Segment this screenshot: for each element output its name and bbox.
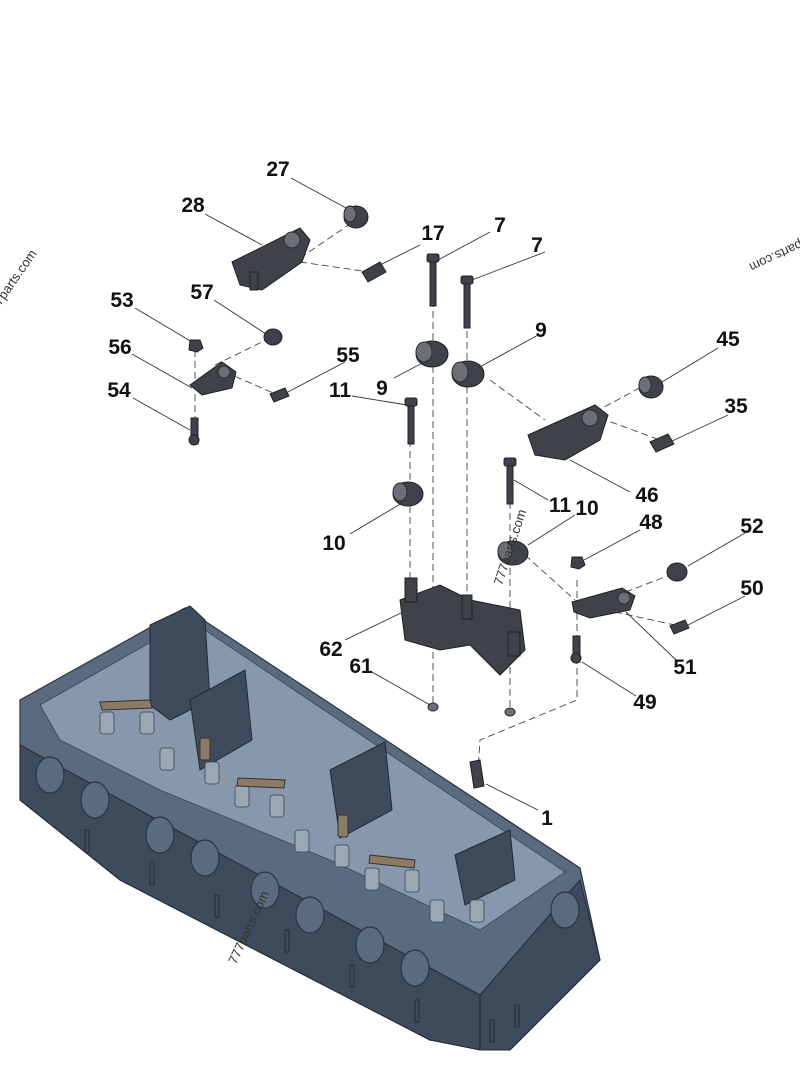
- callout-52: 52: [740, 515, 763, 538]
- callout-61: 61: [349, 655, 373, 678]
- callout-11-right: 11: [549, 494, 572, 517]
- callout-7-right: 7: [531, 234, 543, 257]
- callout-9-right: 9: [535, 319, 547, 342]
- callout-53: 53: [110, 289, 133, 312]
- head-studs: [84, 829, 520, 1043]
- pin-55: [269, 387, 290, 403]
- valve-springs: [99, 711, 485, 923]
- callout-27: 27: [266, 158, 289, 181]
- callout-57: 57: [190, 281, 213, 304]
- watermark-left: 777parts.com: [0, 247, 40, 320]
- callout-54: 54: [107, 379, 131, 402]
- washer-61: [427, 702, 516, 717]
- cylinder-head: [19, 605, 601, 1051]
- block-9-left: [415, 340, 449, 368]
- callout-10-left: 10: [322, 532, 345, 555]
- adjuster-54: [188, 417, 200, 446]
- bushing-52: [666, 562, 688, 582]
- bolt-11-left: [404, 397, 418, 445]
- callout-51: 51: [673, 656, 697, 679]
- callout-45: 45: [716, 328, 740, 351]
- bolt-7-right: [460, 275, 474, 329]
- callout-28: 28: [181, 194, 205, 217]
- callout-46: 46: [635, 484, 658, 507]
- bushing-57: [263, 328, 283, 346]
- support-bracket-62: [399, 577, 526, 676]
- callout-35: 35: [724, 395, 748, 418]
- callout-49: 49: [633, 691, 656, 714]
- callout-17: 17: [421, 222, 444, 245]
- pin-50: [669, 619, 690, 635]
- callout-1: 1: [541, 807, 553, 830]
- callout-55: 55: [336, 344, 360, 367]
- block-9-right: [451, 360, 485, 388]
- assembly-centerlines: [194, 221, 676, 771]
- nut-48: [570, 556, 586, 570]
- valve-train-parts: [188, 205, 690, 789]
- callout-7-left: 7: [494, 214, 506, 237]
- bolt-11-right: [503, 457, 517, 505]
- callout-48: 48: [639, 511, 663, 534]
- valve-bridges: [99, 699, 416, 869]
- rocker-arm-51: [571, 587, 636, 619]
- block-10-right: [497, 540, 529, 566]
- bushing-45: [638, 375, 664, 399]
- callout-62: 62: [319, 638, 342, 661]
- leader-lines: [131, 177, 746, 811]
- bushing-27: [343, 205, 369, 229]
- adjuster-49: [570, 635, 582, 664]
- pin-35: [649, 433, 675, 453]
- intake-ports: [35, 756, 580, 987]
- rocker-arm-46: [527, 404, 609, 461]
- pin-17: [361, 261, 387, 283]
- tappet-1: [469, 759, 485, 789]
- callout-labels: 27 28 17 7 7 53 57 56 55 54 11 9 9 45 35…: [107, 158, 763, 830]
- bolt-7-left: [426, 253, 440, 307]
- rocker-arm-56: [189, 361, 237, 396]
- rocker-arm-28: [231, 227, 311, 291]
- callout-11-left: 11: [329, 379, 352, 402]
- callout-56: 56: [108, 336, 131, 359]
- nut-53: [188, 339, 204, 353]
- callout-10-right: 10: [575, 497, 598, 520]
- watermark-right: parts.com: [747, 237, 800, 275]
- callout-50: 50: [740, 577, 763, 600]
- callout-9-left: 9: [376, 377, 388, 400]
- block-10-left: [392, 481, 424, 507]
